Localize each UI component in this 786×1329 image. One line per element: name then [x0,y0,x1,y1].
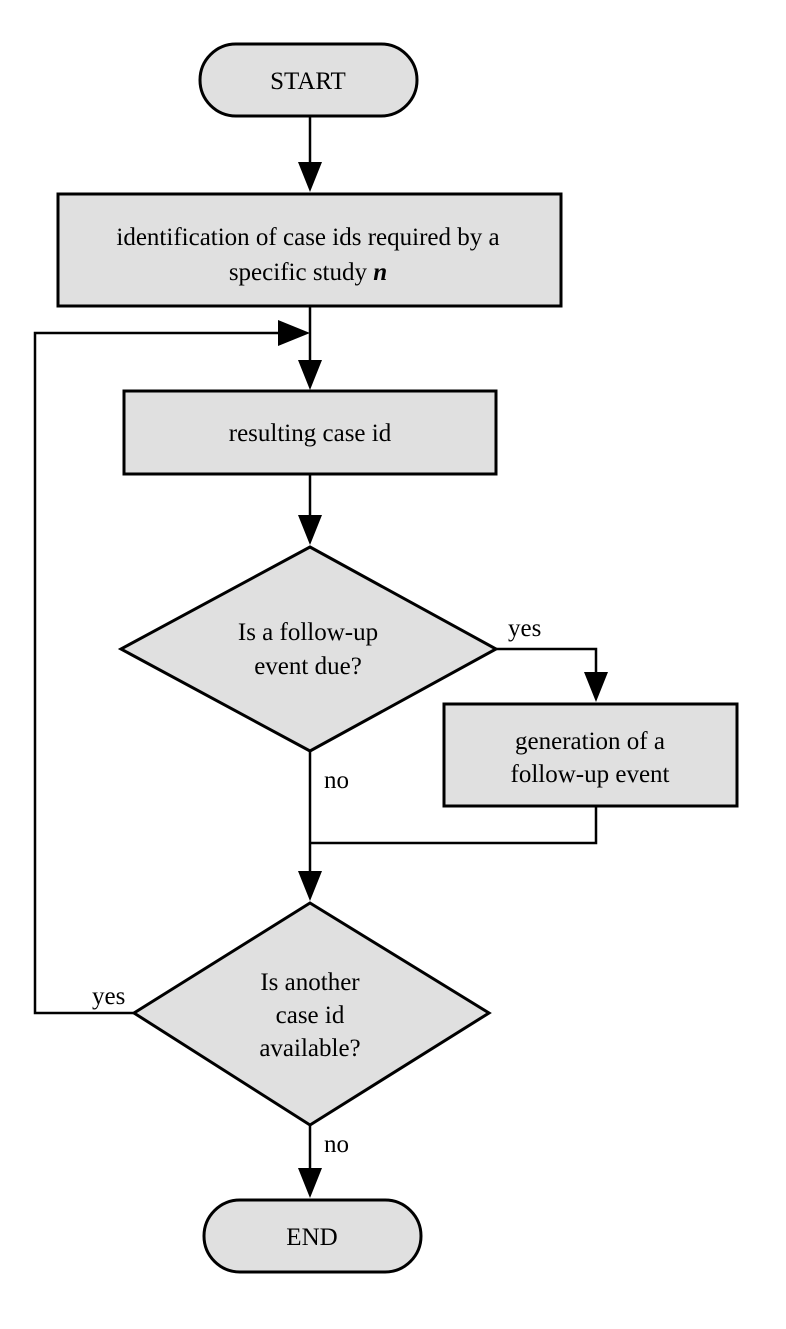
followup-no-label: no [324,767,349,794]
arrowhead-end [298,1168,322,1198]
arrowhead-loop-back [278,320,310,346]
another-decision-line-1: Is another [260,969,360,996]
followup-decision-line-2: event due? [254,653,362,680]
edge-followup-yes [496,647,598,672]
followup-yes-label: yes [508,615,541,642]
resulting-case-id-process: resulting case id [122,389,498,476]
another-decision-line-2: case id [276,1002,345,1029]
end-terminator: END [202,1198,423,1274]
arrowhead-identify [298,162,322,192]
arrowhead-another-decision [298,871,322,901]
another-yes-label: yes [92,983,125,1010]
identification-line-1: identification of case ids required by a [116,224,499,251]
start-terminator: START [198,42,419,118]
followup-decision: Is a follow-up event due? [117,545,500,753]
another-no-label: no [324,1131,349,1158]
identification-line-2: specific study n [229,259,387,286]
another-case-id-decision: Is another case id available? [131,901,492,1127]
edge-generation-return [310,806,598,845]
start-label: START [270,68,346,95]
study-variable-n: n [373,259,387,286]
end-label: END [286,1224,337,1251]
generation-line-2: follow-up event [511,761,670,788]
arrowhead-generation [584,672,608,702]
identification-line-2-text: specific study [229,259,373,286]
identification-process: identification of case ids required by a… [56,192,563,308]
arrowhead-followup-decision [298,515,322,545]
followup-decision-line-1: Is a follow-up [238,619,378,646]
edge-loop-back [33,331,278,1015]
generation-line-1: generation of a [515,728,665,755]
another-decision-line-3: available? [259,1035,360,1062]
generation-process: generation of a follow-up event [442,702,739,808]
arrowhead-result [298,360,322,390]
resulting-case-id-label: resulting case id [229,420,392,447]
